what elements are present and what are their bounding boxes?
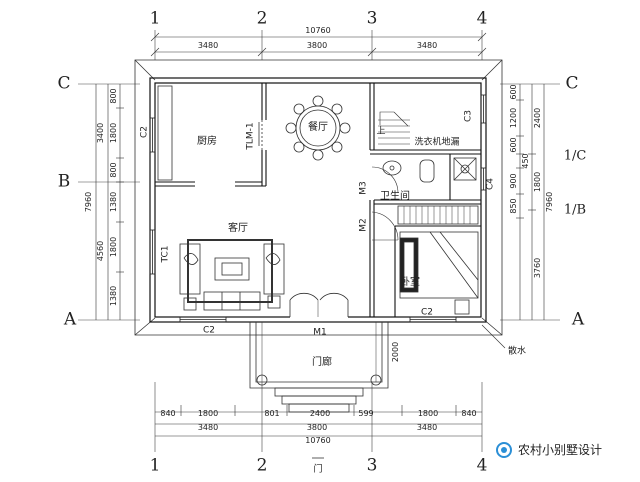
dim-bot-a: 3480 (197, 423, 219, 432)
bed (399, 231, 479, 315)
label-c2-left: C2 (139, 125, 150, 139)
room-bedroom: 卧室 (400, 277, 420, 288)
label-m3: M3 (358, 181, 369, 195)
dim-bot-b: 3800 (306, 423, 328, 432)
dim-right-6: 850 (509, 198, 518, 214)
label-tlm-1: TLM-1 (245, 122, 256, 150)
label-c2-bedroom: C2 (420, 307, 434, 318)
dim-bot-3: 801 (264, 409, 280, 418)
watermark: 农村小别墅设计 (496, 441, 602, 458)
axis-grid-lines (78, 30, 560, 452)
axis-a-right: A (571, 309, 585, 330)
label-up: 上 (376, 126, 386, 137)
label-door-bottom: 门 (313, 464, 323, 475)
dim-bot-total: 10760 (305, 436, 331, 445)
dim-left-4: 1380 (109, 191, 118, 213)
apron-label: 散水 (507, 346, 527, 357)
dim-bot-1: 840 (160, 409, 176, 418)
sofa-set (179, 239, 285, 311)
axis-3-top: 3 (366, 8, 378, 29)
label-c2-bottom: C2 (202, 325, 216, 336)
dim-bot-2: 1800 (197, 409, 219, 418)
room-living: 客厅 (228, 223, 248, 234)
axis-a-left: A (63, 309, 77, 330)
porch (249, 322, 389, 459)
label-c4: C4 (485, 177, 496, 191)
laundry-drain-label: 洗衣机地漏 (414, 137, 460, 148)
dim-top-a: 3480 (197, 41, 219, 50)
axis-b-left: B (57, 171, 71, 192)
axis-4-top: 4 (476, 8, 488, 29)
axis-c-left: C (57, 73, 71, 94)
dim-left-a: 3400 (96, 122, 105, 144)
dim-left-5: 1800 (109, 236, 118, 258)
bathroom-fixtures (382, 157, 477, 183)
left-dimension-lines (95, 84, 124, 320)
dim-right-b: 1800 (533, 171, 542, 193)
staircase (378, 111, 410, 145)
dim-left-6: 1380 (109, 285, 118, 307)
label-tc1: TC1 (160, 245, 171, 263)
dim-bot-5: 599 (358, 409, 374, 418)
room-porch: 门廊 (312, 357, 332, 368)
dim-left-3: 800 (109, 162, 118, 178)
dim-right-1: 600 (509, 84, 518, 100)
label-m2: M2 (358, 218, 369, 232)
dim-porch-depth: 2000 (391, 341, 400, 363)
dim-left-2: 1800 (109, 122, 118, 144)
room-kitchen: 厨房 (197, 136, 217, 147)
axis-4-bottom: 4 (476, 455, 488, 476)
axis-1-bottom: 1 (149, 455, 161, 476)
axis-1c-right: 1/C (563, 148, 587, 164)
axis-2-bottom: 2 (256, 455, 268, 476)
drain-leader (481, 324, 506, 349)
dim-top-b: 3800 (306, 41, 328, 50)
dim-left-total: 7960 (84, 191, 93, 213)
wardrobe (397, 205, 479, 225)
dim-left-1: 800 (109, 88, 118, 104)
axis-1-top: 1 (149, 8, 161, 29)
watermark-text: 农村小别墅设计 (518, 443, 603, 457)
windows (149, 94, 487, 323)
dining-table (285, 95, 351, 161)
dim-right-c: 3760 (533, 257, 542, 279)
dim-right-3: 600 (509, 137, 518, 153)
dim-right-5: 900 (509, 173, 518, 189)
kitchen-counter (157, 85, 173, 181)
dim-top-c: 3480 (416, 41, 438, 50)
interior-walls (155, 83, 481, 317)
axis-2-top: 2 (256, 8, 268, 29)
top-dimension-lines (150, 32, 487, 57)
dim-left-b: 4560 (96, 240, 105, 262)
main-door-m1 (289, 292, 349, 319)
axis-c-right: C (565, 73, 579, 94)
room-dining: 餐厅 (308, 122, 328, 133)
dim-right-a: 2400 (533, 107, 542, 129)
dim-bot-c: 3480 (416, 423, 438, 432)
right-dimension-lines (516, 84, 545, 320)
axis-1b-right: 1/B (563, 202, 587, 218)
axis-3-bottom: 3 (366, 455, 378, 476)
dim-right-2: 1200 (509, 107, 518, 129)
room-bathroom: 卫生间 (380, 191, 410, 202)
wechat-logo-icon (496, 441, 512, 458)
dim-bot-4: 2400 (309, 409, 331, 418)
dim-top-total: 10760 (305, 26, 331, 35)
dim-bot-6: 1800 (417, 409, 439, 418)
label-c3: C3 (463, 109, 474, 123)
label-m1: M1 (313, 327, 327, 338)
dim-right-total: 7960 (545, 191, 554, 213)
dim-bot-7: 840 (461, 409, 477, 418)
dim-right-4: 450 (521, 153, 530, 169)
